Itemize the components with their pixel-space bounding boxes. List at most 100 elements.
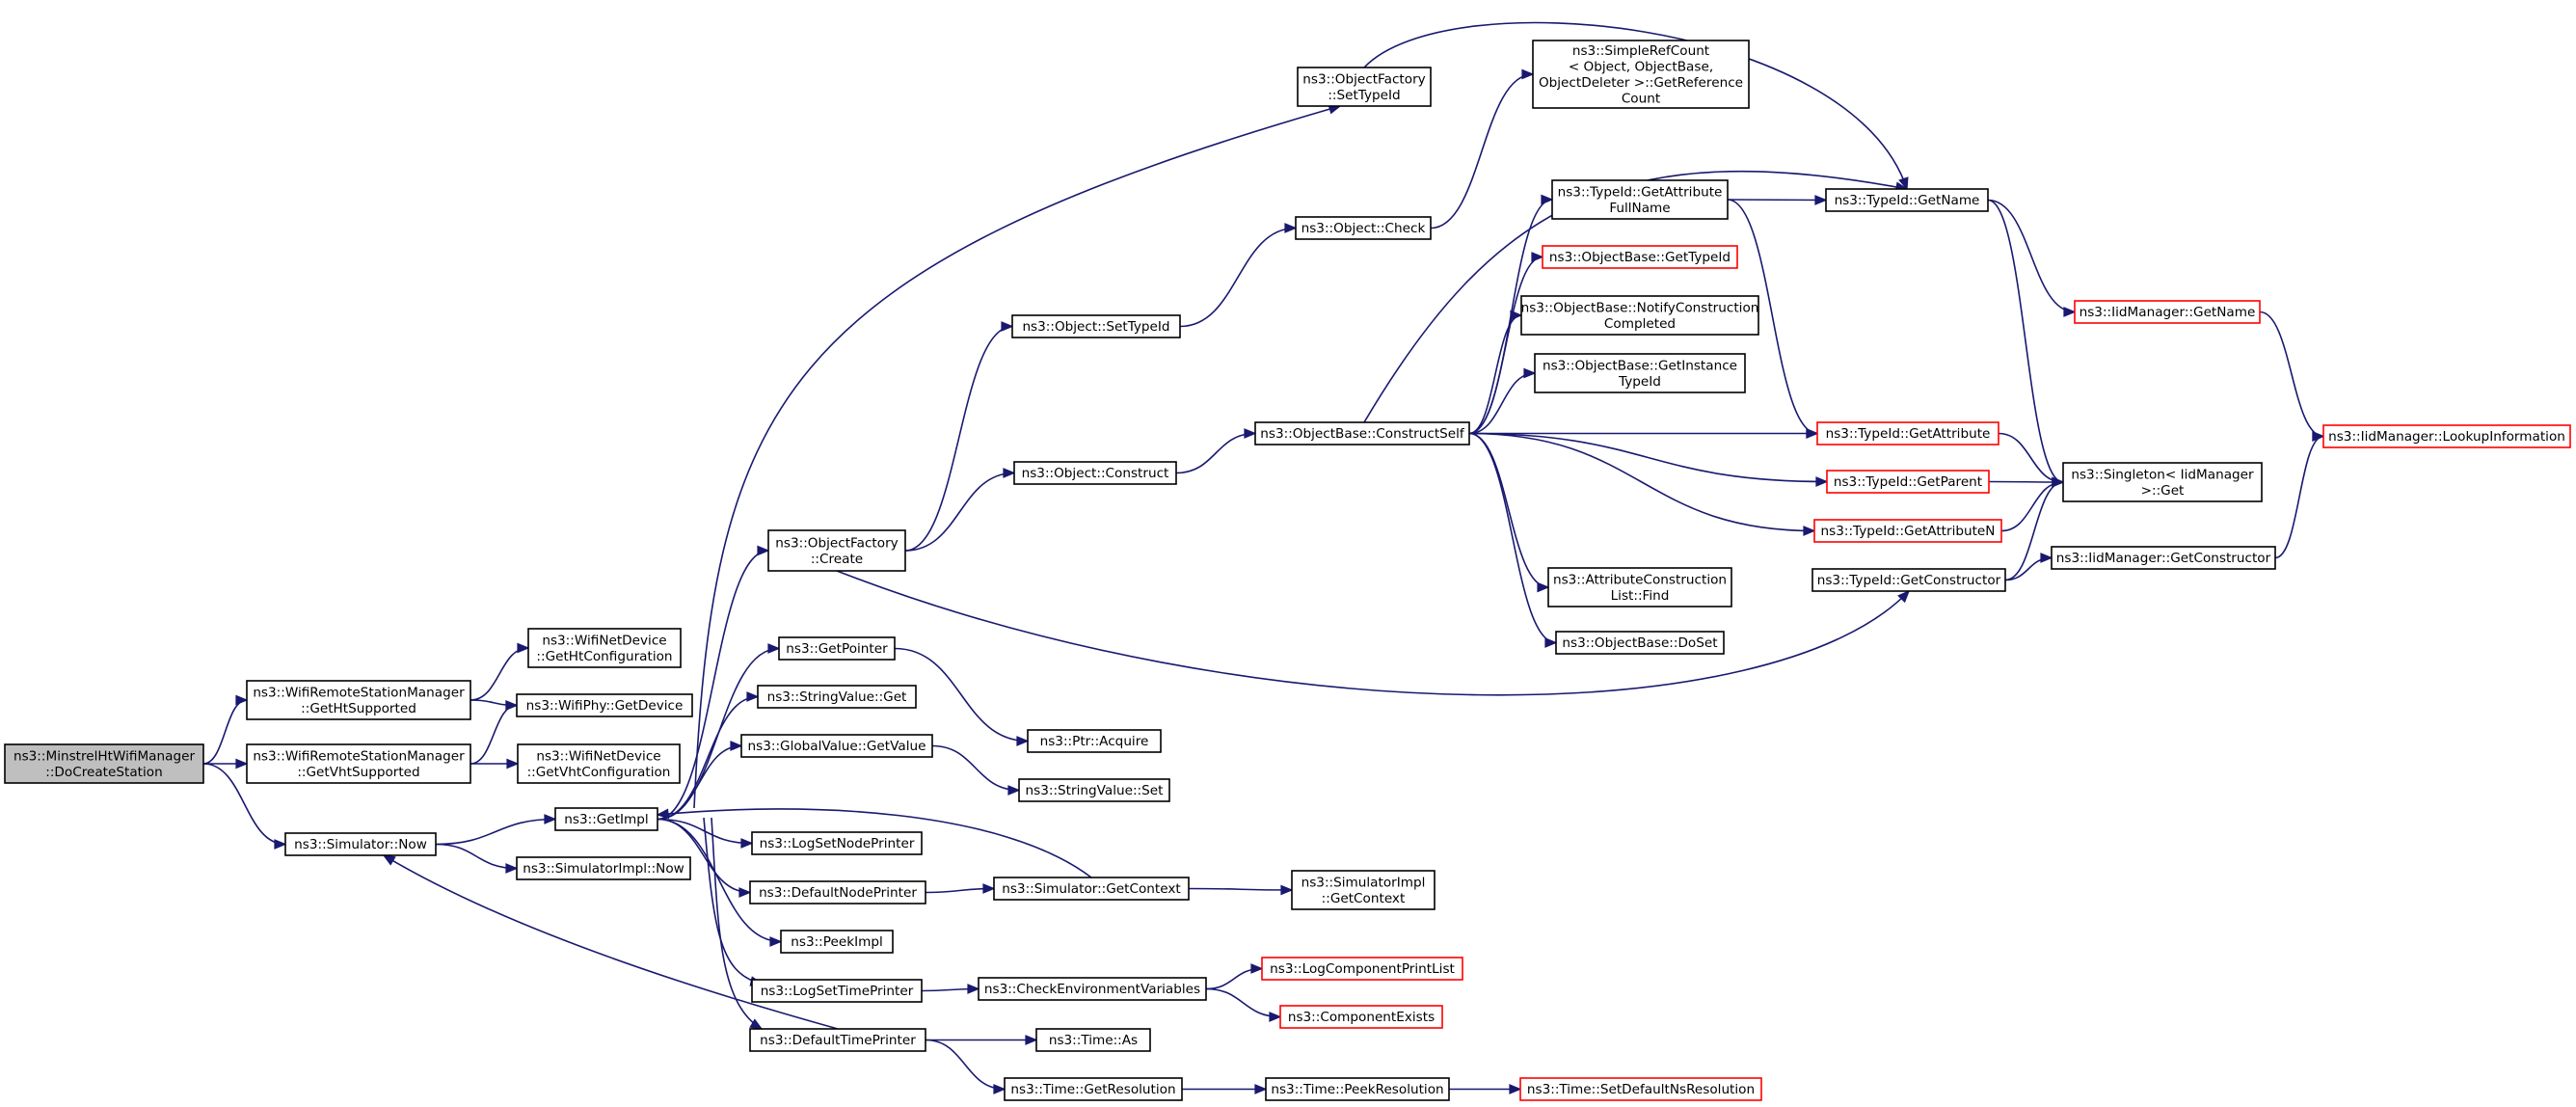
- node-n18[interactable]: ns3::ObjectFactory::SetTypeId: [1297, 67, 1432, 107]
- node-n41[interactable]: ns3::TypeId::GetAttribute: [1816, 421, 1999, 446]
- node-n5[interactable]: ns3::WifiPhy::GetDevice: [516, 693, 693, 717]
- edge-n28-to-n31: [1468, 252, 1544, 435]
- node-label: TypeId: [1618, 374, 1661, 390]
- node-n11[interactable]: ns3::StringValue::Get: [757, 685, 917, 709]
- node-box: [749, 880, 926, 904]
- node-n12[interactable]: ns3::GlobalValue::GetValue: [740, 734, 933, 758]
- node-box: [778, 636, 896, 661]
- node-box: [517, 743, 681, 784]
- node-label: ns3::Time::As: [1049, 1033, 1138, 1048]
- edge-n7-to-n18: [693, 104, 1342, 809]
- node-n10[interactable]: ns3::GetPointer: [778, 636, 896, 661]
- node-n19[interactable]: ns3::Object::SetTypeId: [1011, 314, 1181, 338]
- node-label: List::Find: [1611, 588, 1670, 604]
- edge-line: [1179, 227, 1297, 328]
- node-n3[interactable]: ns3::Simulator::Now: [284, 832, 437, 856]
- node-box: [2051, 546, 2276, 570]
- node-n13[interactable]: ns3::LogSetNodePrinter: [751, 831, 923, 855]
- edge-n44-to-n47: [2004, 476, 2065, 581]
- edge-line: [657, 744, 742, 821]
- node-n44[interactable]: ns3::TypeId::GetConstructor: [1811, 568, 2006, 592]
- arrowhead: [1284, 223, 1298, 233]
- node-box: [757, 685, 917, 709]
- node-n40[interactable]: ns3::TypeId::GetName: [1825, 188, 1989, 212]
- node-label: ns3::Time::GetResolution: [1010, 1082, 1175, 1097]
- arrowhead: [967, 984, 980, 994]
- node-n4[interactable]: ns3::WifiNetDevice::GetHtConfiguration: [527, 628, 682, 668]
- node-n39[interactable]: ns3::Time::PeekResolution: [1265, 1077, 1450, 1101]
- node-n28[interactable]: ns3::ObjectBase::ConstructSelf: [1254, 421, 1470, 446]
- edge-n40-to-n46: [1987, 199, 2077, 317]
- edge-n2-to-n5: [470, 700, 519, 765]
- node-n31[interactable]: ns3::ObjectBase::GetTypeId: [1542, 245, 1738, 269]
- node-n15[interactable]: ns3::PeekImpl: [780, 930, 894, 954]
- node-n48[interactable]: ns3::IidManager::GetConstructor: [2051, 546, 2276, 570]
- node-box: [1532, 40, 1750, 109]
- edge-n7-to-n15: [657, 818, 783, 947]
- arrowhead: [1025, 1035, 1038, 1045]
- edge-line: [1430, 73, 1534, 230]
- node-n35[interactable]: ns3::ObjectBase::DoSet: [1555, 631, 1725, 655]
- node-n38[interactable]: ns3::ComponentExists: [1279, 1005, 1443, 1029]
- node-label: ns3::DefaultTimePrinter: [760, 1033, 916, 1048]
- node-box: [1551, 179, 1729, 220]
- arrowhead: [1244, 428, 1257, 439]
- node-box: [1011, 314, 1181, 338]
- node-label: ns3::TypeId::GetName: [1835, 193, 1980, 208]
- node-n22[interactable]: ns3::StringValue::Set: [1018, 778, 1170, 802]
- node-n16[interactable]: ns3::LogSetTimePrinter: [751, 979, 923, 1003]
- node-n17[interactable]: ns3::DefaultTimePrinter: [749, 1028, 926, 1052]
- node-n26[interactable]: ns3::Time::GetResolution: [1004, 1077, 1183, 1101]
- node-n25[interactable]: ns3::Time::As: [1035, 1028, 1151, 1052]
- node-n24[interactable]: ns3::CheckEnvironmentVariables: [978, 977, 1207, 1001]
- node-box: [1811, 568, 2006, 592]
- node-n27[interactable]: ns3::Object::Check: [1295, 216, 1432, 240]
- node-n23[interactable]: ns3::Simulator::GetContext: [993, 877, 1190, 901]
- node-n46[interactable]: ns3::IidManager::GetName: [2074, 300, 2261, 324]
- node-n6[interactable]: ns3::WifiNetDevice::GetVhtConfiguration: [517, 743, 681, 784]
- arrowhead: [769, 936, 783, 947]
- node-label: ns3::Time::SetDefaultNsResolution: [1527, 1082, 1755, 1097]
- edge-n46-to-n49: [2259, 310, 2325, 442]
- node-label: ns3::WifiPhy::GetDevice: [526, 698, 684, 714]
- node-n45[interactable]: ns3::Time::SetDefaultNsResolution: [1519, 1077, 1762, 1101]
- node-n7[interactable]: ns3::GetImpl: [554, 807, 658, 831]
- node-box: [1534, 353, 1746, 393]
- node-n43[interactable]: ns3::TypeId::GetAttributeN: [1813, 519, 2002, 543]
- node-n36[interactable]: ns3::SimulatorImpl::GetContext: [1291, 870, 1436, 910]
- node-n14[interactable]: ns3::DefaultNodePrinter: [749, 880, 926, 904]
- arrowhead: [517, 642, 530, 654]
- edge-line: [1363, 21, 1908, 190]
- edges-layer: [202, 21, 2325, 1094]
- edge-n30-to-n41: [1727, 199, 1819, 439]
- node-n29[interactable]: ns3::SimpleRefCount< Object, ObjectBase,…: [1532, 40, 1750, 109]
- node-box: [1004, 1077, 1183, 1101]
- node-n1[interactable]: ns3::WifiRemoteStationManager::GetHtSupp…: [246, 680, 471, 720]
- arrowhead: [656, 808, 670, 820]
- node-n37[interactable]: ns3::LogComponentPrintList: [1261, 957, 1463, 981]
- edge-line: [2274, 435, 2324, 559]
- node-label: ns3::Simulator::GetContext: [1002, 881, 1181, 897]
- node-box: [1547, 567, 1732, 608]
- node-n32[interactable]: ns3::ObjectBase::NotifyConstructionCompl…: [1520, 295, 1759, 336]
- node-n8[interactable]: ns3::SimulatorImpl::Now: [516, 856, 691, 880]
- node-n47[interactable]: ns3::Singleton< IidManager >::Get: [2062, 462, 2263, 502]
- edge-n14-to-n23: [925, 883, 996, 894]
- node-n9[interactable]: ns3::ObjectFactory::Create: [767, 529, 906, 572]
- edge-line: [1987, 199, 2064, 483]
- node-n49[interactable]: ns3::IidManager::LookupInformation: [2322, 424, 2571, 448]
- node-n0[interactable]: ns3::MinstrelHtWifiManager::DoCreateStat…: [4, 743, 204, 784]
- arrowhead: [2040, 553, 2053, 563]
- node-box: [2062, 462, 2263, 502]
- node-n2[interactable]: ns3::WifiRemoteStationManager::GetVhtSup…: [246, 743, 471, 784]
- node-box: [1826, 470, 1990, 494]
- edge-n23-to-n7: [656, 808, 1092, 878]
- node-n42[interactable]: ns3::TypeId::GetParent: [1826, 470, 1990, 494]
- node-label: ns3::TypeId::GetAttribute: [1558, 184, 1723, 200]
- edge-n3-to-n7: [435, 814, 557, 846]
- node-n21[interactable]: ns3::Ptr::Acquire: [1027, 729, 1162, 753]
- node-n20[interactable]: ns3::Object::Construct: [1013, 461, 1177, 485]
